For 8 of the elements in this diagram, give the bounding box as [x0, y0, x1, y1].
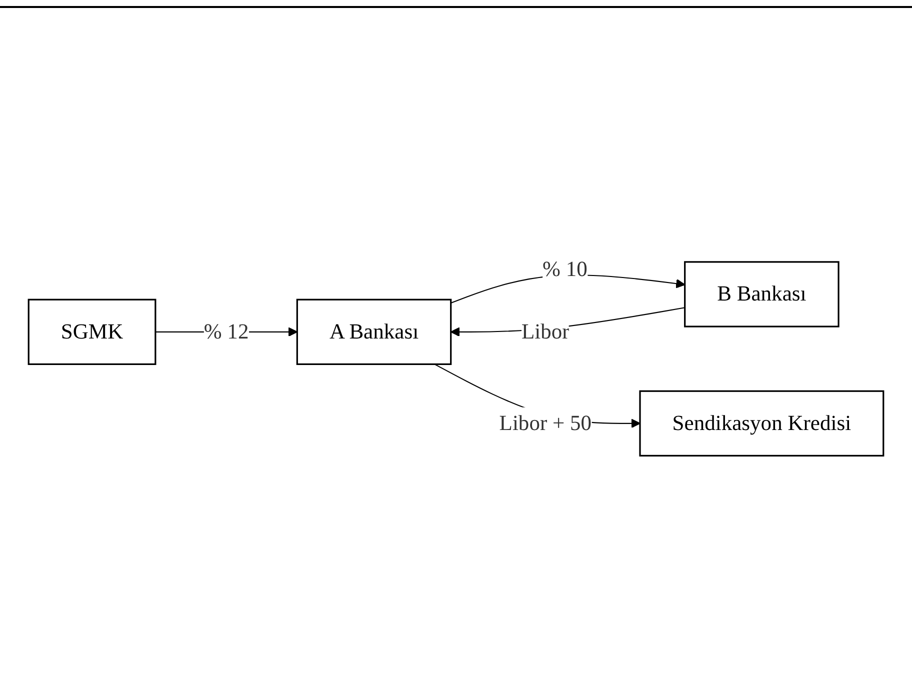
edge-label: Libor	[522, 320, 570, 344]
node-box: SGMK	[28, 299, 156, 366]
node-box: B Bankası	[684, 261, 840, 328]
edge-label: Libor + 50	[499, 412, 592, 436]
edge-label: % 12	[204, 320, 249, 344]
node-box: A Bankası	[296, 299, 452, 366]
node-box: Sendikasyon Kredisi	[639, 390, 884, 457]
edge-label: % 10	[542, 258, 588, 282]
